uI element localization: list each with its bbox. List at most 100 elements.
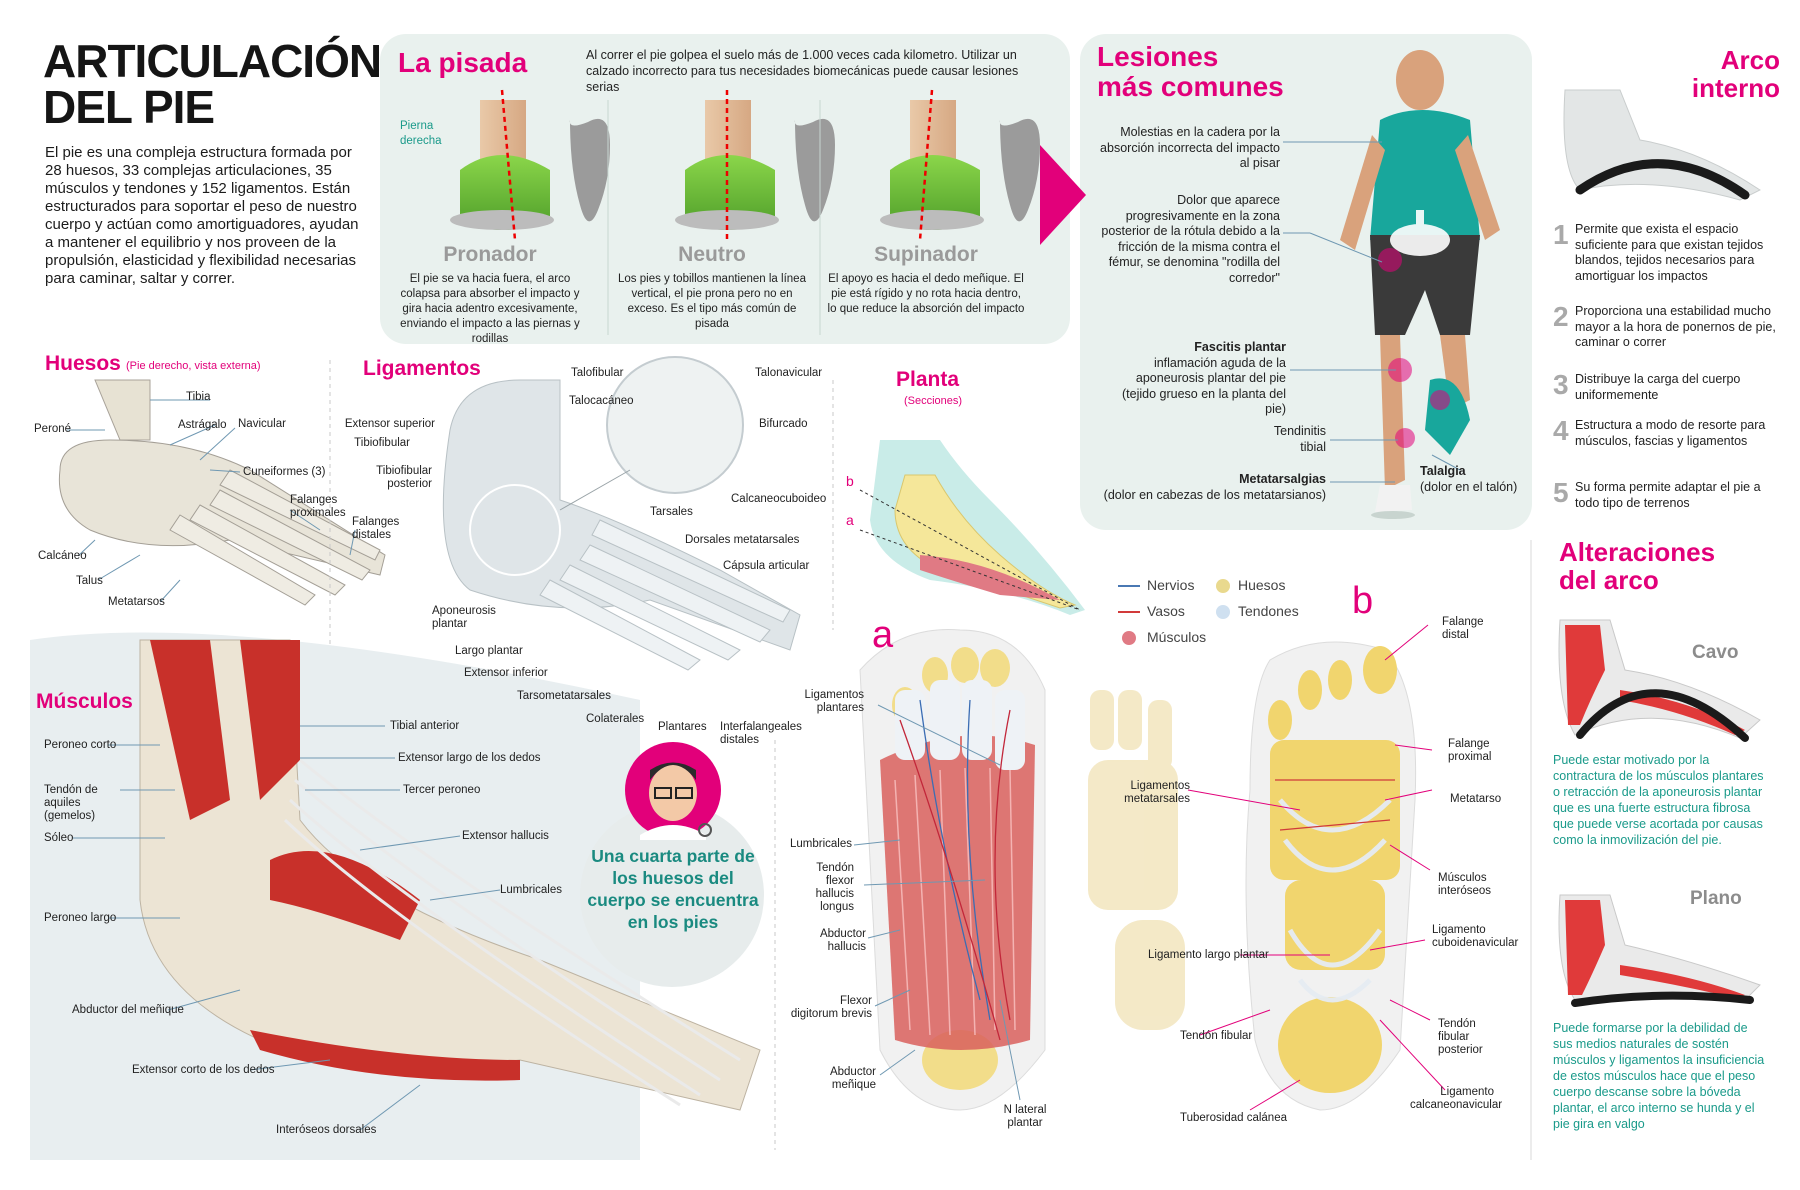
label-interfalangeales-distales: Interfalangeales distales <box>720 721 802 746</box>
label-falanges-distales: Falanges distales <box>352 516 400 541</box>
alteraciones-title-line-2: del arco <box>1559 565 1659 595</box>
supinador-name: Supinador <box>874 243 978 266</box>
label-tibiofibular: Tibiofibular <box>354 437 410 449</box>
planta-marker-b: b <box>846 473 854 489</box>
label-tibiofibular-posterior: Tibiofibular posterior <box>376 465 432 490</box>
planta-section-illustration <box>859 440 1085 615</box>
alteraciones-title-line-1: Alteraciones <box>1559 537 1716 567</box>
pisada-title: La pisada <box>398 47 528 78</box>
label-extensor-hallucis: Extensor hallucis <box>462 830 549 842</box>
label-tarsales: Tarsales <box>650 506 693 518</box>
plano-foot-illustration <box>1558 894 1761 1007</box>
lesion-fascitis: Fascitis plantar inflamación aguda de la… <box>1121 340 1286 416</box>
label-falanges-proximales: Falanges proximales <box>290 494 346 519</box>
label-b-tendon-fibular: Tendón fibular <box>1180 1030 1253 1042</box>
pisada-feet-illustrations <box>450 89 1040 335</box>
title-line-1: ARTICULACIÓN <box>43 35 382 87</box>
cavo-desc: Puede estar motivado por la contractura … <box>1553 753 1764 847</box>
lesiones-leader-lines <box>1283 141 1461 483</box>
intro-text: El pie es una compleja estructura formad… <box>45 144 359 287</box>
label-talonavicular: Talonavicular <box>755 367 823 379</box>
arco-title-line-1: Arco <box>1720 45 1780 75</box>
label-b-ligamento-cuboidenavicular: Ligamento cuboidenavicular <box>1432 924 1519 949</box>
bones-callout: Una cuarta parte de los huesos del cuerp… <box>587 846 759 932</box>
label-abductor-menique: Abductor del meñique <box>72 1004 184 1016</box>
label-b-falange-proximal: Falange proximal <box>1448 738 1492 763</box>
planta-marker-a: a <box>846 512 854 528</box>
lesiones-title-line-2: más comunes <box>1097 71 1284 102</box>
cavo-name: Cavo <box>1692 642 1739 663</box>
lesiones-title: Lesiones más comunes <box>1097 42 1284 102</box>
label-tercer-peroneo: Tercer peroneo <box>403 784 481 796</box>
label-extensor-superior: Extensor superior <box>344 418 435 430</box>
label-talocacaneo: Talocacáneo <box>569 395 634 407</box>
plano-name: Plano <box>1690 888 1742 909</box>
label-a-lumbricales: Lumbricales <box>790 838 852 850</box>
planta-title: Planta <box>896 368 960 391</box>
leg-label: Pierna derecha <box>400 120 442 147</box>
alteraciones-title: Alteraciones del arco <box>1559 538 1715 594</box>
ligamentos-title: Ligamentos <box>363 357 481 380</box>
label-peroneo-largo: Peroneo largo <box>44 912 117 924</box>
label-b-tendon-fibular-posterior: Tendón fibular posterior <box>1438 1018 1483 1056</box>
label-a-abductor-menique: Abductor meñique <box>829 1066 876 1091</box>
legend-musculos: Músculos <box>1147 629 1207 645</box>
planta-note: (Secciones) <box>904 395 963 407</box>
label-largo-plantar: Largo plantar <box>455 645 523 657</box>
arco-title-line-2: interno <box>1691 73 1780 103</box>
label-tibia: Tibia <box>186 391 211 403</box>
pink-arrow-icon <box>1040 145 1086 245</box>
label-plantares: Plantares <box>658 721 707 733</box>
label-a-flexor-digitorum: Flexor digitorum brevis <box>790 995 872 1020</box>
label-navicular: Navicular <box>238 418 286 430</box>
label-capsula-articular: Cápsula articular <box>723 560 810 572</box>
sole-a-leader-lines <box>853 704 1021 1101</box>
label-astragalo: Astrágalo <box>178 419 227 431</box>
label-peroneo-corto: Peroneo corto <box>44 739 117 751</box>
huesos-foot-illustration <box>58 379 386 606</box>
legend-nervios: Nervios <box>1147 577 1195 593</box>
label-soleo: Sóleo <box>44 832 74 844</box>
label-b-ligamento-largo-plantar: Ligamento largo plantar <box>1148 949 1269 961</box>
musculos-leader-lines <box>72 725 501 1131</box>
label-tibial-anterior: Tibial anterior <box>390 720 460 732</box>
neutro-desc: Los pies y tobillos mantienen la línea v… <box>618 273 806 330</box>
label-bifurcado: Bifurcado <box>759 418 808 430</box>
label-talofibular: Talofibular <box>571 367 624 379</box>
legend-tendones: Tendones <box>1238 603 1299 619</box>
label-b-ligamentos-metatarsales: Ligamentos metatarsales <box>1124 780 1190 805</box>
arco-interno-illustration <box>1563 89 1761 201</box>
legend-swatches <box>1118 579 1230 645</box>
label-dorsales-metatarsales: Dorsales metatarsales <box>685 534 800 546</box>
label-a-n-lateral-plantar: N lateral plantar <box>1003 1104 1047 1129</box>
lesion-talalgia: Talalgia (dolor en el talón) <box>1420 464 1518 494</box>
lesion-tendinitis: Tendinitis tibial <box>1273 424 1326 454</box>
label-extensor-largo: Extensor largo de los dedos <box>398 752 541 764</box>
arco-title: Arco interno <box>1640 46 1780 102</box>
plano-desc: Puede formarse por la debilidad de sus m… <box>1553 1021 1765 1131</box>
label-colaterales: Colaterales <box>586 713 645 725</box>
legend-huesos: Huesos <box>1238 577 1286 593</box>
label-perone: Peroné <box>34 423 72 435</box>
label-tarsometatarsales: Tarsometatarsales <box>517 690 611 702</box>
pronador-desc: El pie se va hacia fuera, el arco colaps… <box>400 273 580 345</box>
label-a-tendon-flexor: Tendón flexor hallucis longus <box>815 862 854 913</box>
label-b-tuberosidad-calanea: Tuberosidad calánea <box>1180 1112 1287 1124</box>
huesos-title: Huesos <box>45 352 121 375</box>
sole-a-illustration <box>859 629 1046 1111</box>
label-b-musculos-interoseos: Músculos interóseos <box>1438 872 1492 897</box>
doctor-avatar-icon <box>580 742 764 987</box>
supinador-desc: El apoyo es hacia el dedo meñique. El pi… <box>827 273 1025 315</box>
lesiones-title-line-1: Lesiones <box>1097 41 1219 72</box>
neutro-name: Neutro <box>678 243 746 266</box>
page-title: ARTICULACIÓN DEL PIE <box>43 35 382 130</box>
lesion-metatarsalgias: Metatarsalgias (dolor en cabezas de los … <box>1103 472 1326 502</box>
cavo-foot-illustration <box>1558 619 1761 742</box>
pisada-intro: Al correr el pie golpea el suelo más de … <box>586 48 1019 94</box>
musculos-title: Músculos <box>36 690 133 713</box>
label-a-ligamentos-plantares: Ligamentos plantares <box>804 689 864 714</box>
musculos-foot-illustration <box>30 632 761 1160</box>
lesion-rodilla: Dolor que aparece progresivamente en la … <box>1101 193 1280 285</box>
label-b-ligamento-calcaneonavicular: Ligamento calcaneonavicular <box>1410 1086 1503 1111</box>
